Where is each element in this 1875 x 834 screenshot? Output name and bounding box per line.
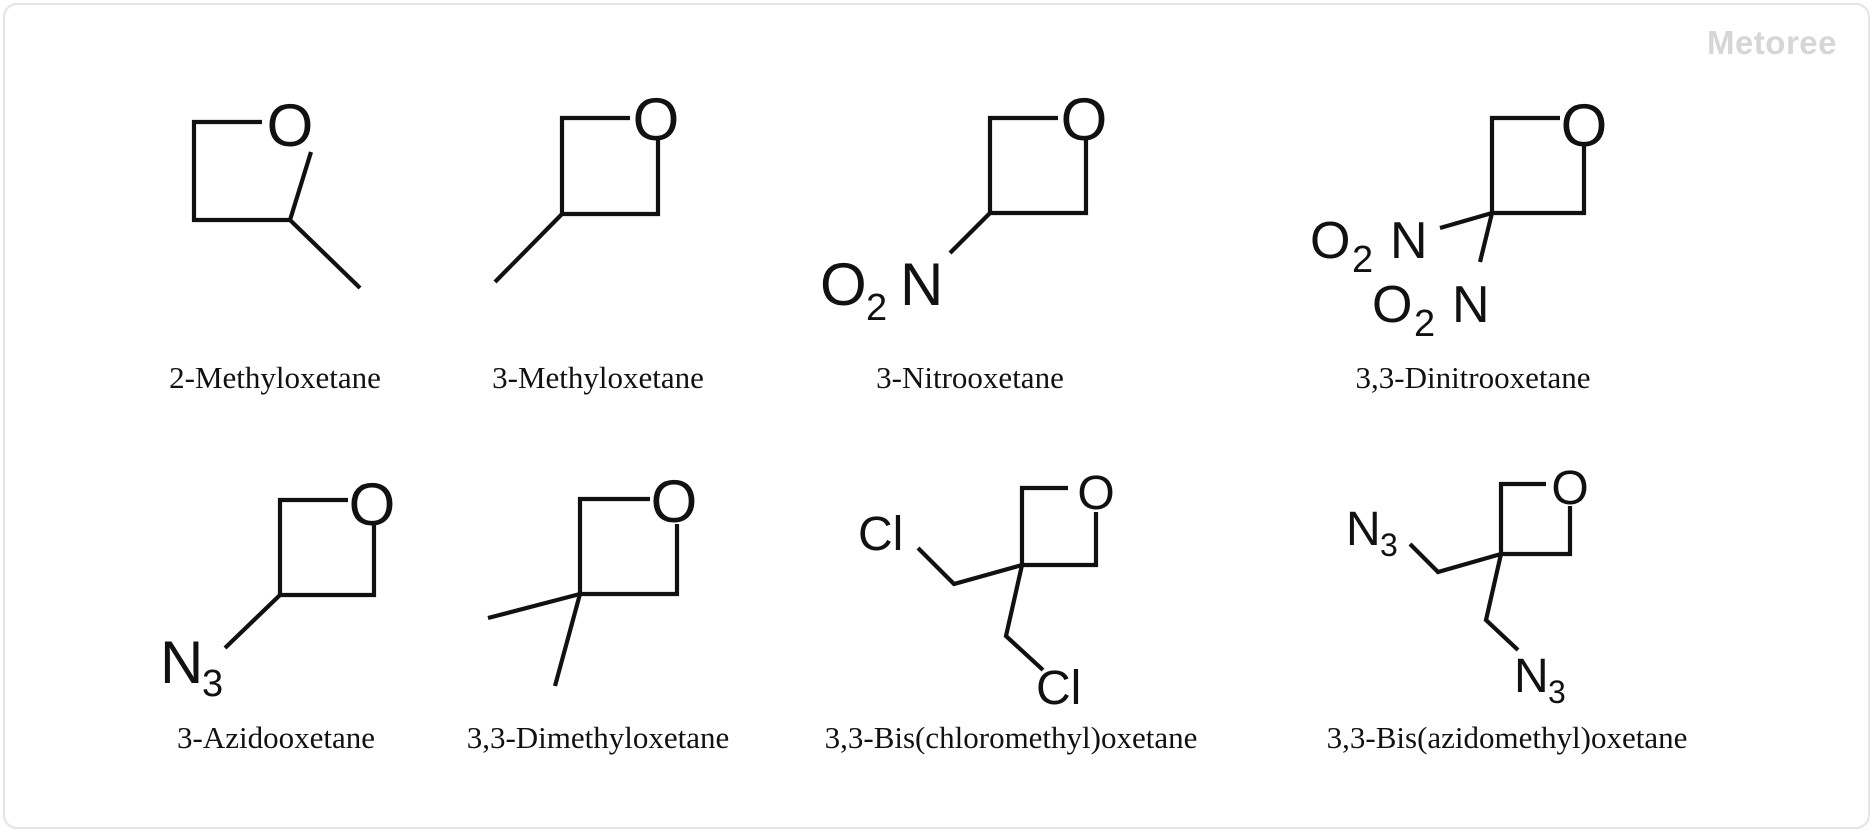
compound-name: 3,3-Bis(chloromethyl)oxetane [824, 720, 1198, 755]
oxygen-atom: O [651, 468, 698, 535]
subscript-3: 3 [1548, 674, 1566, 710]
figure-frame [3, 3, 1870, 829]
nitrogen-atom: N [160, 629, 203, 696]
structure-2-methyloxetane: O [191, 92, 362, 290]
nitrogen-atom: N [1514, 650, 1549, 703]
nitro-group: O 2 N [820, 251, 943, 329]
subscript-3: 3 [1380, 527, 1398, 563]
compound-name: 2-Methyloxetane [169, 360, 381, 395]
nitro-group-2: O 2 N [1372, 276, 1490, 345]
compound-name: 3,3-Dimethyloxetane [466, 720, 730, 755]
azido-group-1: N 3 [1346, 503, 1398, 563]
compound-name: 3,3-Bis(azidomethyl)oxetane [1326, 720, 1688, 755]
structure-3-methyloxetane: O [493, 86, 680, 284]
oxygen-atom: O [1061, 86, 1108, 153]
azido-group-2: N 3 [1514, 650, 1566, 710]
subscript-3: 3 [202, 663, 223, 705]
chlorine-atom: Cl [1036, 662, 1081, 715]
structure-3-nitrooxetane: O O 2 N [820, 86, 1107, 329]
oxygen-atom: O [820, 251, 867, 318]
nitrogen-atom: N [900, 251, 943, 318]
structure-3-3-dimethyloxetane: O [487, 468, 698, 687]
oxygen-atom: O [1077, 467, 1114, 520]
metoree-watermark: Metoree [1706, 24, 1837, 61]
subscript-2: 2 [1352, 239, 1373, 281]
oxygen-atom: O [1372, 276, 1412, 334]
nitrogen-atom: N [1346, 503, 1381, 556]
chlorine-atom: Cl [858, 508, 903, 561]
oxygen-atom: O [1551, 462, 1588, 515]
compound-name: 3-Methyloxetane [492, 360, 704, 395]
oxygen-atom: O [633, 86, 680, 153]
subscript-2: 2 [866, 287, 887, 329]
oxygen-atom: O [1561, 92, 1608, 159]
azido-group: N 3 [160, 629, 223, 705]
nitrogen-atom: N [1390, 212, 1428, 270]
oxygen-atom: O [267, 92, 314, 159]
nitro-group-1: O 2 N [1310, 212, 1428, 281]
structure-3-3-bis-chloromethyl-oxetane: O Cl Cl [858, 467, 1115, 715]
structure-3-3-dinitrooxetane: O O 2 N O 2 N [1310, 92, 1607, 345]
structure-3-3-bis-azidomethyl-oxetane: O N 3 N 3 [1346, 462, 1589, 710]
compound-name: 3,3-Dinitrooxetane [1355, 360, 1591, 395]
oxygen-atom: O [1310, 212, 1350, 270]
compound-name: 3-Nitrooxetane [876, 360, 1064, 395]
structure-3-azidooxetane: O N 3 [160, 471, 395, 705]
subscript-2: 2 [1414, 303, 1435, 345]
compound-name: 3-Azidooxetane [177, 720, 375, 755]
nitrogen-atom: N [1452, 276, 1490, 334]
oxygen-atom: O [349, 471, 396, 538]
